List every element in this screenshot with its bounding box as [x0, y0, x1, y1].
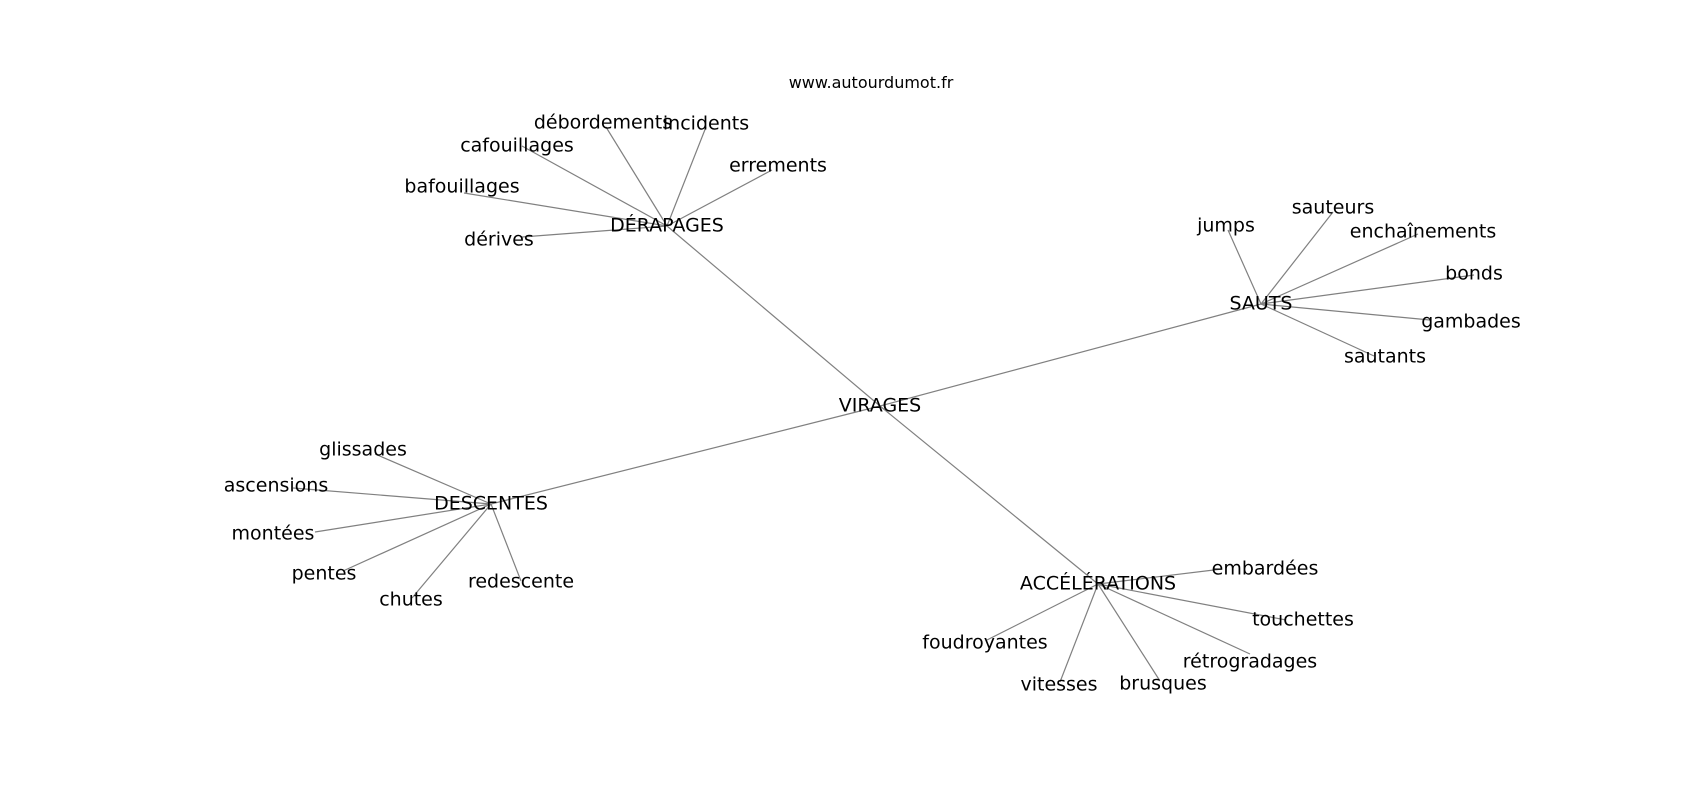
edge-hub-leaf: [314, 503, 492, 533]
node-leaf-label[interactable]: vitesses: [1020, 674, 1097, 696]
edge-hub-leaf: [1097, 583, 1161, 682]
node-hub-label[interactable]: DÉRAPAGES: [610, 214, 724, 237]
edge-hub-leaf: [521, 145, 668, 227]
node-leaf-label[interactable]: brusques: [1119, 673, 1207, 695]
edge-hub-leaf: [986, 583, 1099, 641]
node-leaf-label[interactable]: ascensions: [224, 475, 328, 497]
node-hub-label[interactable]: SAUTS: [1230, 293, 1293, 315]
node-leaf-label[interactable]: errements: [729, 155, 827, 177]
edge-center-hub: [666, 225, 881, 407]
edge-hub-leaf: [1097, 568, 1223, 585]
edge-hub-leaf: [1260, 233, 1419, 305]
node-leaf-label[interactable]: débordements: [534, 112, 672, 134]
edge-hub-leaf: [1097, 583, 1251, 655]
node-leaf-label[interactable]: glissades: [319, 439, 407, 461]
edge-hub-leaf: [1097, 583, 1287, 621]
edge-hub-leaf: [411, 503, 492, 599]
node-leaf-label[interactable]: bonds: [1445, 263, 1503, 285]
edge-hub-leaf: [1260, 211, 1334, 305]
node-hub-label[interactable]: DESCENTES: [434, 493, 548, 515]
node-center-label[interactable]: VIRAGES: [839, 395, 922, 417]
edge-center-hub: [490, 405, 881, 505]
edge-hub-leaf: [463, 192, 668, 227]
node-leaf-label[interactable]: sauteurs: [1292, 197, 1374, 219]
node-leaf-label[interactable]: enchaînements: [1350, 221, 1496, 243]
node-leaf-label[interactable]: chutes: [379, 589, 443, 611]
node-leaf-label[interactable]: incidents: [663, 113, 749, 135]
edge-hub-leaf: [292, 487, 492, 505]
edge-center-hub: [879, 303, 1262, 407]
edge-hub-leaf: [490, 503, 522, 582]
edge-hub-leaf: [605, 126, 668, 227]
edge-hub-leaf: [1059, 583, 1099, 683]
edge-hub-leaf: [374, 453, 492, 505]
node-leaf-label[interactable]: pentes: [292, 563, 357, 585]
node-leaf-label[interactable]: jumps: [1196, 215, 1255, 237]
graph-edges: [292, 126, 1475, 683]
node-leaf-label[interactable]: dérives: [464, 229, 534, 251]
node-leaf-label[interactable]: foudroyantes: [922, 632, 1047, 654]
edge-hub-leaf: [1260, 303, 1375, 357]
node-leaf-label[interactable]: redescente: [468, 571, 574, 593]
node-leaf-label[interactable]: embardées: [1212, 558, 1319, 580]
edge-hub-leaf: [666, 169, 773, 227]
edge-hub-leaf: [1260, 303, 1431, 321]
node-leaf-label[interactable]: cafouillages: [460, 135, 574, 157]
edge-hub-leaf: [666, 126, 707, 227]
node-leaf-label[interactable]: montées: [232, 523, 315, 545]
node-leaf-label[interactable]: sautants: [1344, 346, 1426, 368]
edge-center-hub: [879, 405, 1099, 585]
node-hub-label[interactable]: ACCÉLÉRATIONS: [1020, 572, 1176, 595]
node-leaf-label[interactable]: rétrogradages: [1183, 651, 1317, 673]
node-leaf-label[interactable]: touchettes: [1252, 609, 1354, 631]
edge-hub-leaf: [521, 225, 668, 238]
site-url[interactable]: www.autourdumot.fr: [789, 73, 954, 92]
edge-hub-leaf: [1260, 274, 1475, 305]
node-leaf-label[interactable]: gambades: [1421, 311, 1521, 333]
node-leaf-label[interactable]: bafouillages: [404, 176, 519, 198]
edge-hub-leaf: [1227, 229, 1262, 305]
edge-hub-leaf: [342, 503, 492, 572]
